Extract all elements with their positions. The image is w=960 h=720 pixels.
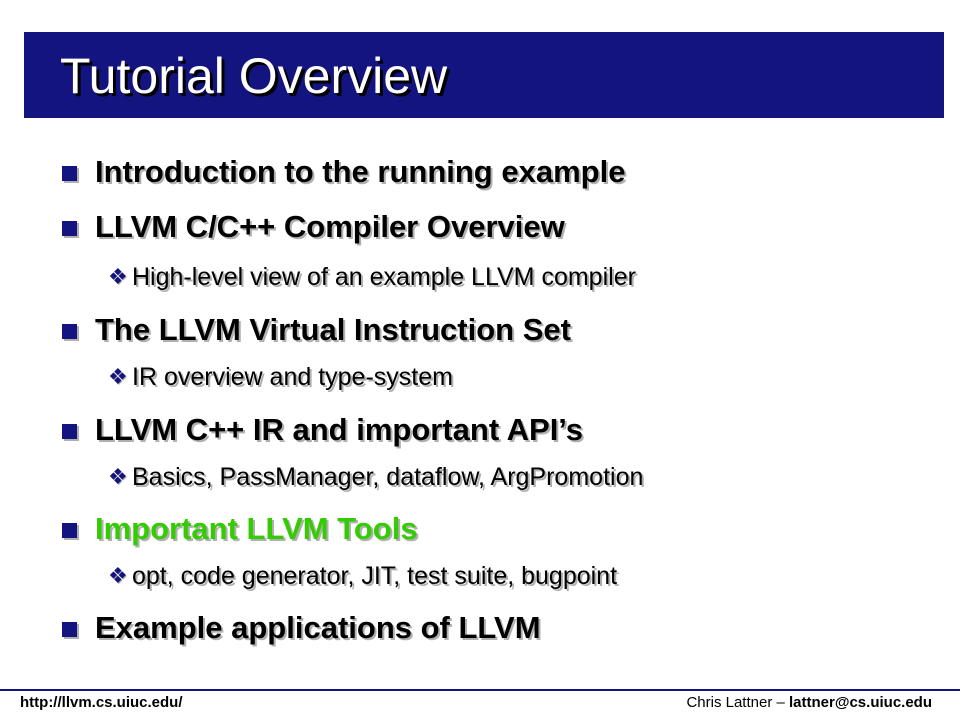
title-bar <box>24 32 944 118</box>
sub-bullet-text: Basics, PassManager, dataflow, ArgPromot… <box>132 463 644 491</box>
bullet-text: The LLVM Virtual Instruction Set <box>95 312 571 347</box>
sub-bullet-text: High-level view of an example LLVM compi… <box>132 263 636 291</box>
square-bullet-icon <box>62 523 77 538</box>
square-bullet-icon <box>62 166 77 181</box>
footer-credit: Chris Lattner – lattner@cs.uiuc.edu <box>686 693 932 713</box>
square-bullet-icon <box>62 324 77 339</box>
diamond-bullet-icon: ❖ <box>108 264 128 289</box>
square-bullet-icon <box>62 221 77 236</box>
footer-email[interactable]: lattner@cs.uiuc.edu <box>789 694 932 711</box>
diamond-bullet-icon: ❖ <box>108 563 128 588</box>
footer-divider <box>0 689 960 691</box>
sub-bullet-text: opt, code generator, JIT, test suite, bu… <box>132 562 618 590</box>
diamond-bullet-icon: ❖ <box>108 464 128 489</box>
footer-author: Chris Lattner – <box>686 694 789 711</box>
bullet-text: LLVM C++ IR and important API’s <box>95 412 584 447</box>
bullet-text: Example applications of LLVM <box>95 610 541 645</box>
diamond-bullet-icon: ❖ <box>108 364 128 389</box>
footer-url[interactable]: http://llvm.cs.uiuc.edu/ <box>20 694 183 711</box>
square-bullet-icon <box>62 622 77 637</box>
bullet-text: Introduction to the running example <box>95 154 626 189</box>
sub-bullet-text: IR overview and type-system <box>132 363 453 391</box>
square-bullet-icon <box>62 424 77 439</box>
bullet-text: Important LLVM Tools <box>95 511 418 546</box>
slide-title: Tutorial Overview <box>60 48 448 104</box>
bullet-text: LLVM C/C++ Compiler Overview <box>95 209 565 244</box>
